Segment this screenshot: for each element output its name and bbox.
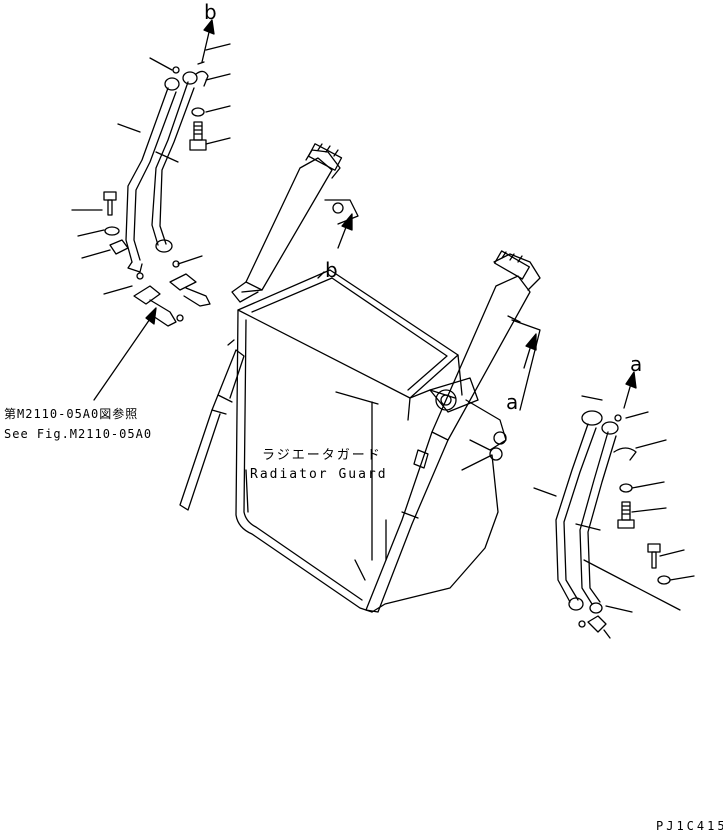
radiator-guard-label-en: Radiator Guard xyxy=(250,467,388,482)
left-hose-assembly xyxy=(71,43,231,327)
radiator-guard-body xyxy=(235,269,499,613)
callout-b-tank: b xyxy=(325,258,338,282)
radiator-guard-label-jp: ラジエータガード xyxy=(262,448,382,463)
callout-a-right: a xyxy=(630,352,643,376)
reference-label-en: See Fig.M2110-05A0 xyxy=(4,427,153,441)
callout-arrows xyxy=(93,19,637,409)
right-hydraulic-cylinder xyxy=(365,250,541,613)
drawing-code: PJ1C415 xyxy=(656,819,723,833)
callout-b-top: b xyxy=(204,0,217,24)
right-hose-assembly xyxy=(533,395,695,639)
callout-a-frame: a xyxy=(506,390,519,414)
reference-label-jp: 第M2110-05A0図参照 xyxy=(4,407,139,421)
